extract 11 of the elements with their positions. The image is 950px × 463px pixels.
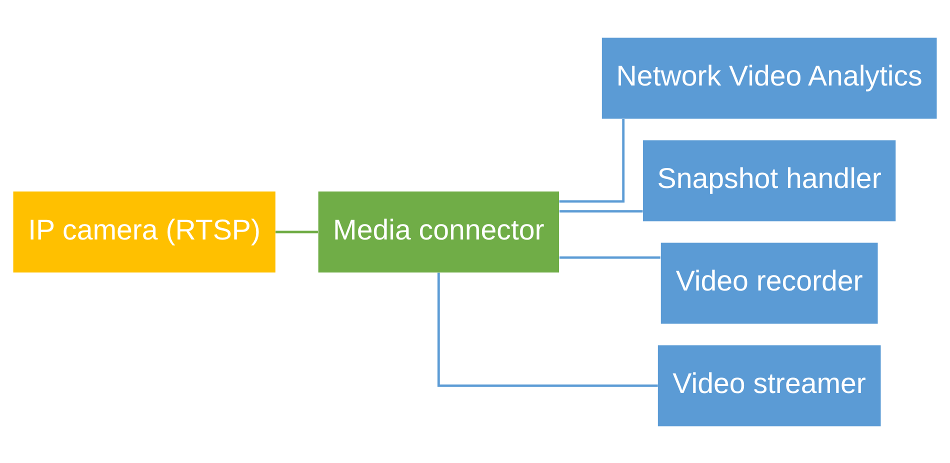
node-box: Snapshot handler [643, 140, 896, 221]
node-box: Network Video Analytics [602, 37, 937, 118]
connector [559, 256, 660, 258]
node-box: Video recorder [660, 242, 878, 324]
connector [559, 118, 625, 202]
node-box: Media connector [318, 190, 559, 272]
node-box: Video streamer [658, 344, 881, 426]
connector [276, 230, 318, 233]
connector [559, 210, 643, 212]
connector [437, 272, 658, 386]
node-box: IP camera (RTSP) [13, 190, 276, 272]
